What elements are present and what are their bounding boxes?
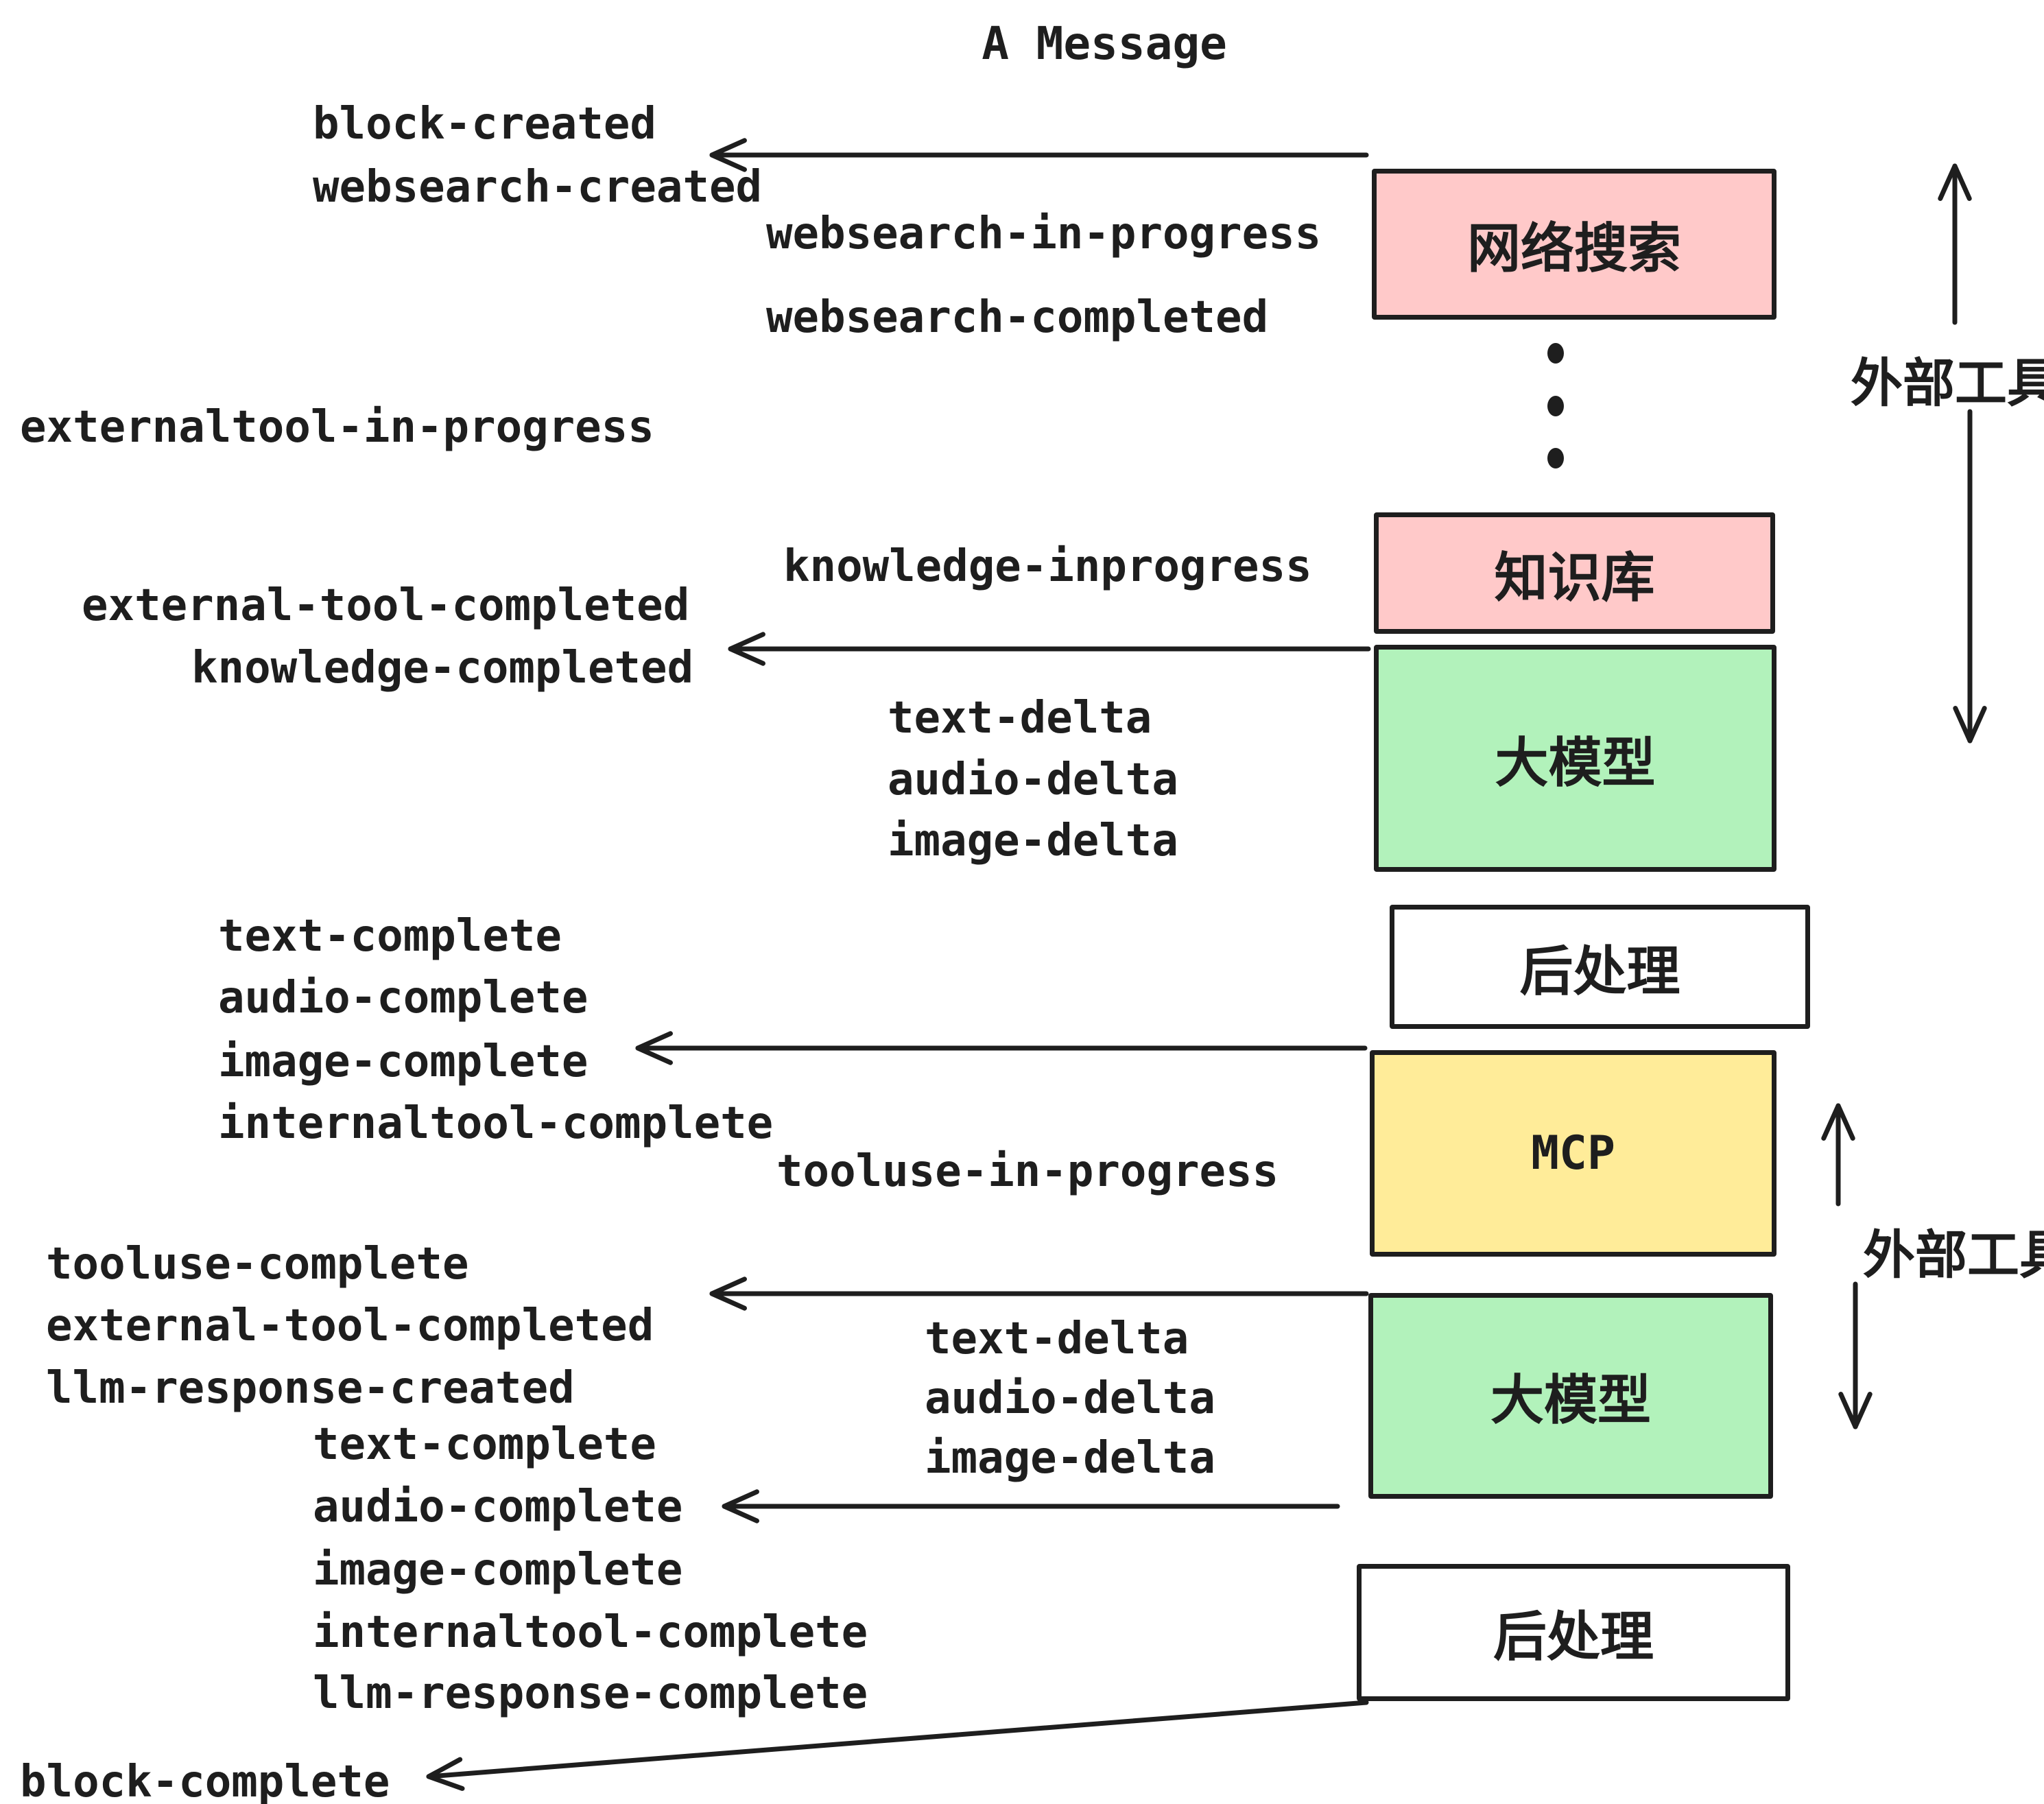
knowledge-box: 知识库 — [1374, 512, 1775, 634]
ellipsis-dot — [1547, 396, 1564, 416]
event-label-llm-response-complete: llm-response-complete — [313, 1668, 868, 1719]
event-label-block-complete: block-complete — [20, 1757, 390, 1804]
event-label-text-delta-1: text-delta — [888, 693, 1152, 744]
event-label-websearch-created: websearch-created — [313, 162, 763, 213]
llm-box-1: 大模型 — [1374, 645, 1776, 872]
event-label-audio-delta-2: audio-delta — [925, 1373, 1215, 1424]
event-label-externaltool-in-progress: externaltool-in-progress — [20, 402, 654, 453]
websearch-box-label: 网络搜索 — [1466, 218, 1681, 278]
mcp-box: MCP — [1370, 1050, 1776, 1257]
arrow-external-down-2 — [1838, 1281, 1873, 1429]
external-tools-label-2: 外部工具 — [1863, 1226, 2044, 1285]
event-label-image-complete-2: image-complete — [313, 1545, 683, 1595]
arrow-image-complete — [635, 1031, 1368, 1065]
event-label-text-complete-1: text-complete — [218, 911, 562, 962]
arrow-block-complete — [426, 1700, 1369, 1791]
event-label-llm-response-created: llm-response-created — [46, 1363, 575, 1414]
arrow-external-up-2 — [1821, 1103, 1855, 1207]
event-label-text-complete-2: text-complete — [313, 1419, 656, 1470]
event-label-tooluse-in-progress: tooluse-in-progress — [776, 1146, 1279, 1197]
arrow-external-down-1-head — [1953, 706, 1987, 744]
knowledge-box-label: 知识库 — [1494, 547, 1655, 608]
event-label-image-delta-2: image-delta — [925, 1433, 1215, 1484]
event-label-image-delta-1: image-delta — [888, 816, 1178, 866]
arrow-external-up-1 — [1938, 163, 1972, 325]
event-label-external-tool-completed-2: external-tool-completed — [46, 1301, 654, 1351]
event-label-text-delta-2: text-delta — [925, 1314, 1189, 1364]
llm-box-2: 大模型 — [1368, 1293, 1773, 1499]
event-label-block-created: block-created — [313, 99, 656, 150]
event-label-knowledge-inprogress: knowledge-inprogress — [783, 541, 1312, 592]
postprocess-box-1: 后处理 — [1390, 905, 1810, 1029]
arrow-external-up-2-head — [1821, 1103, 1855, 1141]
event-label-image-complete-1: image-complete — [218, 1036, 589, 1087]
diagram-title: A Message — [982, 17, 1227, 70]
arrow-knowledge-completed — [728, 632, 1371, 666]
event-label-audio-complete-2: audio-complete — [313, 1482, 683, 1532]
external-tools-label-1: 外部工具 — [1851, 355, 2044, 413]
event-label-audio-delta-1: audio-delta — [888, 755, 1178, 805]
event-label-internaltool-complete-2: internaltool-complete — [313, 1607, 868, 1658]
arrow-block-complete-head — [426, 1757, 465, 1791]
websearch-box: 网络搜索 — [1372, 169, 1776, 320]
llm-box-2-label: 大模型 — [1490, 1370, 1651, 1430]
event-label-tooluse-complete: tooluse-complete — [46, 1239, 469, 1290]
arrow-block-complete-shaft — [426, 1700, 1369, 1779]
arrow-tooluse-complete-head — [709, 1277, 747, 1311]
arrow-external-down-1 — [1953, 409, 1987, 744]
ellipsis-dot — [1547, 343, 1564, 364]
llm-box-1-label: 大模型 — [1495, 732, 1656, 793]
arrow-external-up-1-head — [1938, 163, 1972, 201]
event-label-websearch-completed: websearch-completed — [766, 292, 1269, 343]
mcp-box-label: MCP — [1531, 1126, 1615, 1180]
arrow-audio-complete — [722, 1489, 1340, 1523]
vertical-ellipsis-dots — [1547, 343, 1564, 468]
arrow-knowledge-completed-head — [728, 632, 765, 666]
arrow-tooluse-complete — [709, 1277, 1369, 1311]
event-label-external-tool-completed-1: external-tool-completed — [82, 580, 690, 631]
postprocess-box-2-label: 后处理 — [1493, 1606, 1654, 1667]
postprocess-box-1-label: 后处理 — [1519, 940, 1680, 1001]
event-label-websearch-in-progress: websearch-in-progress — [766, 209, 1322, 259]
postprocess-box-2: 后处理 — [1357, 1564, 1790, 1701]
arrow-external-down-2-head — [1838, 1392, 1873, 1429]
arrow-block-created-head — [709, 138, 747, 172]
arrow-image-complete-head — [635, 1031, 673, 1065]
arrow-audio-complete-head — [722, 1489, 759, 1523]
event-label-knowledge-completed: knowledge-completed — [191, 643, 694, 693]
ellipsis-dot — [1547, 448, 1564, 468]
arrow-block-created — [709, 138, 1369, 172]
event-label-audio-complete-1: audio-complete — [218, 973, 589, 1023]
event-label-internaltool-complete-1: internaltool-complete — [218, 1098, 774, 1149]
